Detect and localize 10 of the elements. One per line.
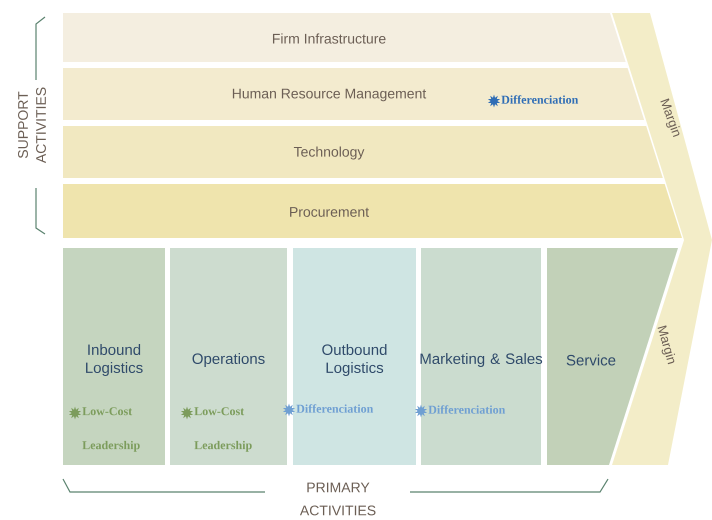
activity-column: Operations Low-Cost Leadership: [170, 248, 287, 465]
activity-band: Firm Infrastructure: [63, 13, 626, 62]
activity-band: Procurement: [63, 184, 682, 238]
activity-column: Inbound Logistics Low-Cost Leadership: [63, 248, 165, 465]
section-label: SUPPORT ACTIVITIES: [18, 88, 46, 164]
activity-column: Outbound Logistics Differenciation: [282, 248, 416, 465]
activity-column: Marketing & Sales Differenciation: [414, 248, 542, 465]
activity-band: Technology: [63, 126, 663, 178]
activity-band: Human Resource Management Differenciation: [63, 68, 644, 120]
section-label: PRIMARY ACTIVITIES: [300, 482, 376, 516]
